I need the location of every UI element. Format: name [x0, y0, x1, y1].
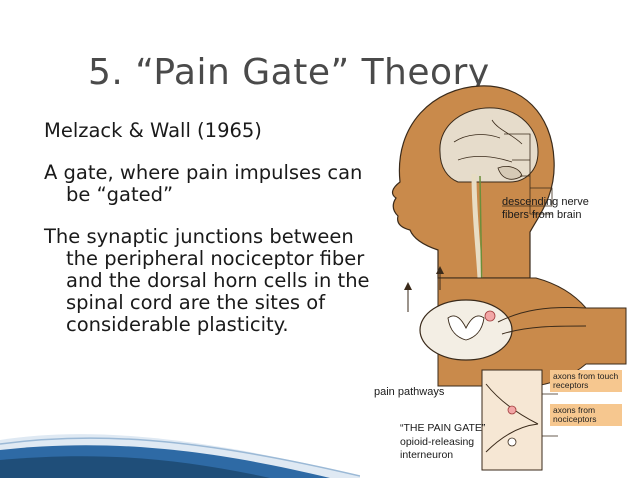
opioid-interneuron-label: opioid-releasing interneuron — [400, 436, 475, 461]
slide-title: 5. “Pain Gate” Theory — [88, 52, 490, 93]
nociceptors-tag: axons from nociceptors — [550, 404, 622, 426]
decorative-swoosh — [0, 434, 360, 478]
pain-gate-label: “THE PAIN GATE” — [400, 422, 486, 434]
synaptic-junction-text: The synaptic junctions between the perip… — [44, 225, 370, 336]
descending-nerve-label: descending nerve fibers from brain — [502, 196, 589, 221]
gate-definition: A gate, where pain impulses can be “gate… — [44, 161, 363, 206]
brain — [439, 107, 539, 183]
touch-receptors-tag: axons from touch receptors — [550, 370, 622, 392]
body-text: Melzack & Wall (1965) A gate, where pain… — [44, 120, 374, 356]
anatomy-drawing — [391, 85, 627, 471]
pain-pathways-label: pain pathways — [374, 386, 445, 398]
pain-gate-illustration: descending nerve fibers from brain pain … — [362, 64, 628, 478]
gate-inset — [481, 369, 543, 471]
citation: Melzack & Wall (1965) — [44, 119, 262, 142]
